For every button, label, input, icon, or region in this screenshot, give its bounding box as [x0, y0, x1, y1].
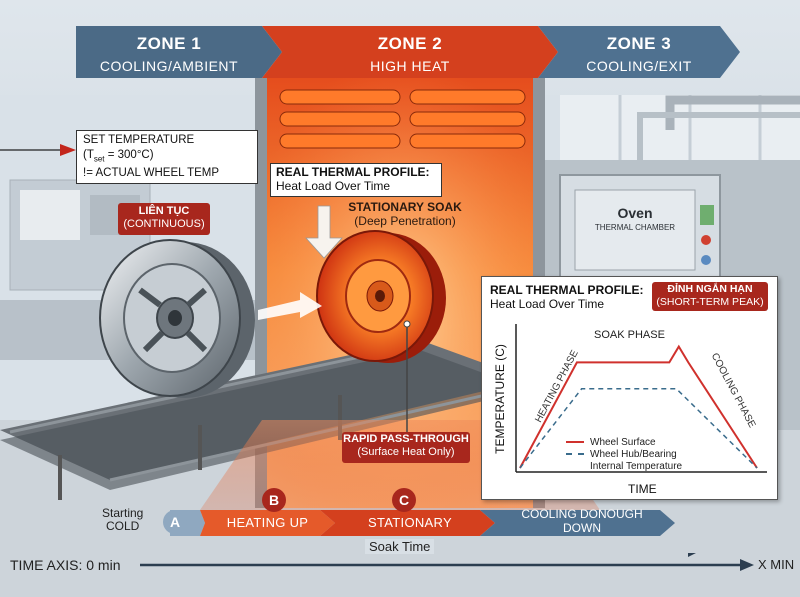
graph-title: REAL THERMAL PROFILE: Heat Load Over Tim…: [490, 283, 644, 311]
zone-3-subtitle: COOLING/EXIT: [586, 58, 692, 74]
phase-badge-c: C: [392, 488, 416, 512]
thermal-profile-chart: [515, 324, 767, 473]
rapid-pass-line1: RAPID PASS-THROUGH: [343, 433, 469, 445]
series-wheel-hub-line: [519, 388, 758, 469]
time-axis-arrows: [140, 553, 754, 571]
series-wheel-surface-line: [519, 344, 758, 469]
phase-badge-b: B: [262, 488, 286, 512]
peak-tag-line2: (SHORT-TERM PEAK): [656, 296, 764, 308]
legend-surface-swatch: [566, 441, 584, 444]
stationary-soak-line1: STATIONARY SOAK: [348, 200, 462, 214]
zone-3-label: ZONE 3 COOLING/EXIT: [558, 26, 720, 78]
profile-callout: REAL THERMAL PROFILE: Heat Load Over Tim…: [270, 163, 442, 197]
stationary-soak-line2: (Deep Penetration): [354, 214, 456, 228]
peak-tag-line1: ĐỈNH NGẮN HẠN: [667, 283, 753, 295]
profile-callout-line1: REAL THERMAL PROFILE:: [276, 165, 430, 179]
continuous-tag: LIÊN TỤC (CONTINUOUS): [118, 203, 210, 235]
cooling-down-label: COOLING DONOUGH DOWN: [497, 507, 667, 535]
zone-3-title: ZONE 3: [606, 34, 672, 53]
graph-title-line2: Heat Load Over Time: [490, 297, 605, 311]
zone-header-arrows: [76, 26, 740, 78]
graph-ylabel: TEMPERATURE (C): [493, 344, 507, 454]
zone-1-subtitle: COOLING/AMBIENT: [99, 58, 239, 74]
oven-subtitle: THERMAL CHAMBER: [594, 223, 676, 232]
zone-2-label: ZONE 2 HIGH HEAT: [282, 26, 538, 78]
cold-wheel: [99, 239, 255, 398]
graph-title-line1: REAL THERMAL PROFILE:: [490, 283, 644, 297]
rapid-pass-tag: RAPID PASS-THROUGH (Surface Heat Only): [342, 432, 470, 463]
continuous-line2: (CONTINUOUS): [123, 218, 205, 230]
phase-badge-a: A: [163, 510, 187, 534]
stationary-soak-label: STATIONARY SOAK (Deep Penetration): [340, 200, 470, 228]
short-term-peak-tag: ĐỈNH NGẮN HẠN (SHORT-TERM PEAK): [652, 282, 768, 311]
starting-line1: Starting: [102, 506, 144, 520]
zone-1-title: ZONE 1: [136, 34, 202, 53]
soak-phase-label: SOAK PHASE: [594, 329, 665, 341]
heating-up-label: HEATING UP: [226, 515, 309, 530]
hot-wheel: [316, 230, 446, 363]
starting-line2: COLD: [106, 519, 140, 533]
legend-hub: Wheel Hub/Bearing: [566, 449, 682, 461]
graph-legend: Wheel Surface Wheel Hub/Bearing Internal…: [566, 437, 682, 473]
set-temp-line2: (Tset = 300°C): [83, 149, 154, 164]
legend-surface: Wheel Surface: [566, 437, 682, 449]
zone-1-label: ZONE 1 COOLING/AMBIENT: [76, 26, 262, 78]
stationary-phase-label: STATIONARY: [368, 515, 452, 530]
cooling-line2: DOWN: [563, 521, 601, 535]
graph-xlabel: TIME: [628, 482, 657, 496]
thermal-profile-graph-panel: REAL THERMAL PROFILE: Heat Load Over Tim…: [481, 276, 778, 500]
starting-cold-label: Starting COLD: [102, 507, 143, 533]
time-axis: TIME AXIS: 0 min Soak Time X MIN: [0, 539, 800, 597]
legend-hub-swatch: [566, 453, 584, 456]
soak-time-label: Soak Time: [365, 539, 435, 554]
continuous-line1: LIÊN TỤC: [138, 205, 190, 217]
heater-elements: [279, 89, 526, 149]
time-axis-start-label: TIME AXIS: 0 min: [10, 557, 121, 573]
zone-2-title: ZONE 2: [377, 34, 443, 53]
set-temp-line3: != ACTUAL WHEEL TEMP: [83, 167, 220, 180]
cooling-line1: COOLING DONOUGH: [521, 507, 643, 521]
set-temperature-callout: SET TEMPERATURE (Tset = 300°C) != ACTUAL…: [76, 130, 258, 184]
set-temp-line1: SET TEMPERATURE: [83, 134, 195, 146]
profile-callout-line2: Heat Load Over Time: [276, 179, 391, 193]
rapid-pass-line2: (Surface Heat Only): [357, 446, 455, 458]
oven-label: Oven THERMAL CHAMBER: [575, 205, 695, 232]
legend-hub-line2: Internal Temperature: [590, 461, 683, 472]
zone-2-subtitle: HIGH HEAT: [370, 58, 450, 74]
oven-title: Oven: [617, 205, 653, 221]
graph-ylabel-box: TEMPERATURE (C): [492, 335, 508, 465]
time-axis-end-label: X MIN: [758, 557, 795, 572]
